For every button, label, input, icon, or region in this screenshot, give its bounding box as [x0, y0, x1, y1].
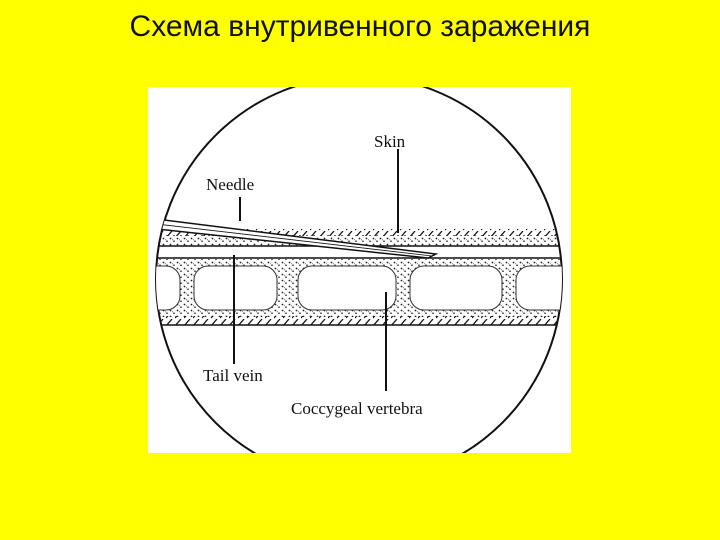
vertebra: [515, 265, 562, 311]
needle-label: Needle: [206, 175, 254, 194]
tail-vein-label: Tail vein: [203, 366, 263, 385]
upper-skin-hatching: [156, 229, 562, 236]
upper-dermis: [156, 235, 562, 246]
diagram-panel: Skin Needle Tail vein Coccygeal vertebra: [148, 87, 571, 453]
coccygeal-vertebra-label: Coccygeal vertebra: [291, 399, 423, 418]
needle-bore: [156, 222, 433, 257]
vertebra: [193, 265, 278, 311]
lower-skin-hatching: [156, 316, 562, 325]
slide-title: Схема внутривенного заражения: [129, 10, 591, 43]
vertebra: [156, 265, 181, 311]
tail-injection-diagram: Skin Needle Tail vein Coccygeal vertebra: [155, 87, 563, 453]
skin-label: Skin: [374, 132, 406, 151]
vertebra: [409, 265, 503, 311]
vertebra: [297, 265, 397, 311]
